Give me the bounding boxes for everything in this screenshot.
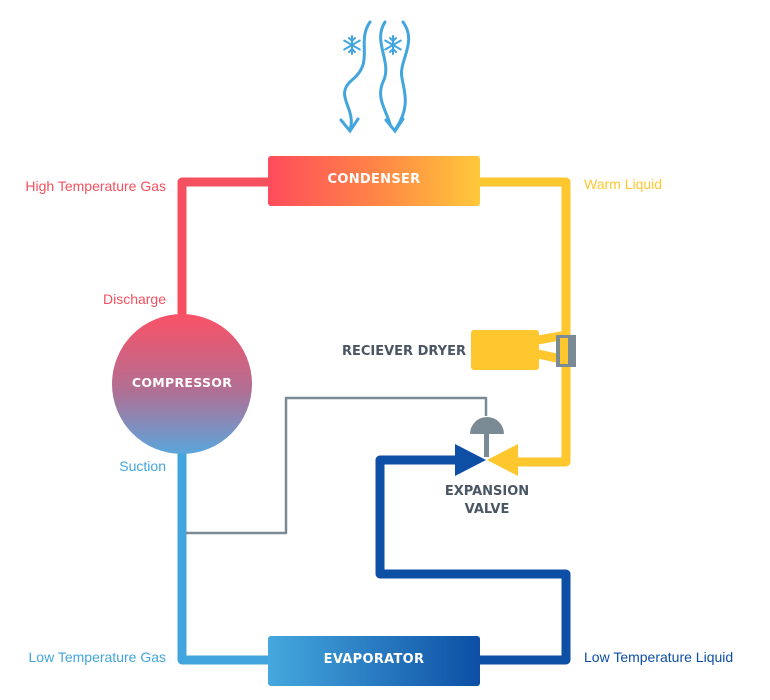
valve-arrow-icon [455, 444, 518, 476]
condenser-box [268, 156, 480, 206]
receiver-outlet-line [508, 349, 571, 467]
expansion-valve-label-line2: VALVE [464, 502, 510, 517]
receiver-dryer-box [471, 330, 539, 370]
low-temp-liquid-line [375, 455, 571, 665]
warm-liquid-label: Warm Liquid [584, 176, 663, 192]
low-temp-gas-label: Low Temperature Gas [28, 649, 166, 665]
discharge-label: Discharge [102, 291, 166, 307]
low-temp-gas-line [177, 452, 270, 665]
compressor-circle [112, 314, 252, 454]
sensing-line [186, 396, 488, 535]
condenser-label: CONDENSER [327, 172, 421, 187]
warm-liquid-line [478, 177, 571, 345]
evaporator-box [268, 636, 480, 686]
compressor-label: COMPRESSOR [131, 375, 233, 390]
receiver-dryer-label: RECIEVER DRYER [341, 344, 466, 359]
high-temp-gas-label: High Temperature Gas [25, 178, 166, 194]
snowflake-icon [343, 35, 402, 55]
valve-dome-icon [470, 417, 504, 457]
wavy-arrow-down-icon [339, 20, 411, 134]
evaporator-label: EVAPORATOR [323, 652, 425, 667]
low-temp-liquid-label: Low Temperature Liquid [584, 649, 734, 665]
expansion-valve-label-line1: EXPANSION [444, 484, 530, 499]
suction-label: Suction [119, 458, 166, 474]
high-temp-gas-line [177, 177, 270, 316]
